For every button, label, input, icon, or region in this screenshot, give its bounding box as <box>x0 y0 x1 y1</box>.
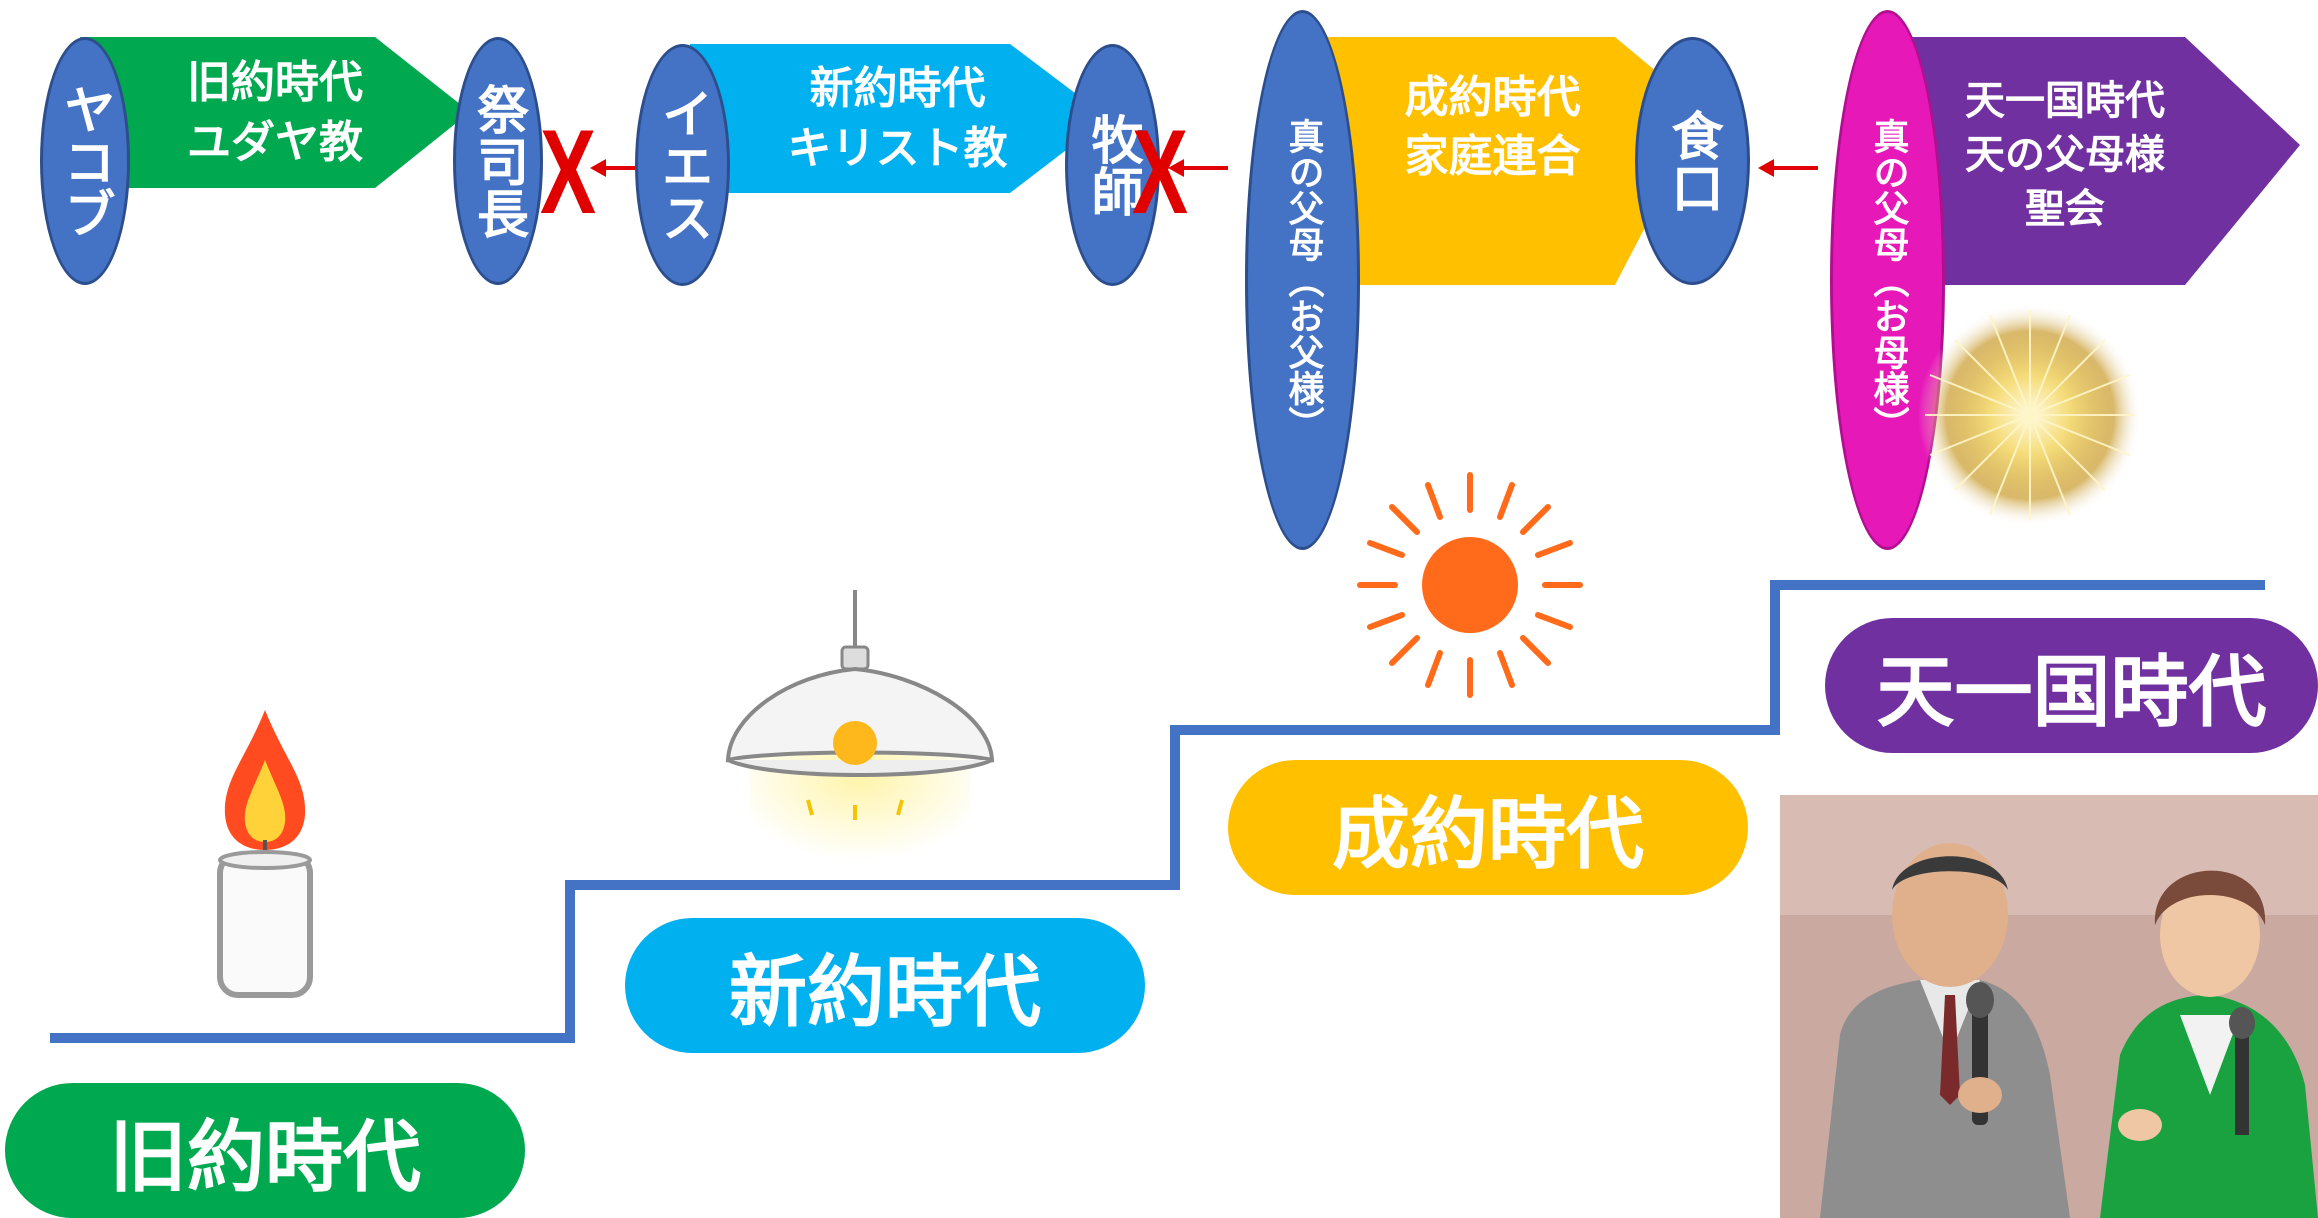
stage-old-line-2: ユダヤ教 <box>187 116 363 168</box>
oval-pastor: 牧師 <box>1065 44 1160 286</box>
oval-true-parents-father: 真の父母（お父様） <box>1245 10 1360 550</box>
lamp-icon <box>725 590 995 875</box>
stage-new-arrow <box>690 44 1108 193</box>
stage-old-line-1: 旧約時代 <box>187 57 363 109</box>
era-label-new: 新約時代 <box>625 918 1145 1053</box>
stage-new-line-2: キリスト教 <box>787 122 1008 174</box>
oval-family-member: 食口 <box>1635 37 1750 285</box>
era-label-old: 旧約時代 <box>5 1083 525 1218</box>
sun-icon <box>1357 472 1583 698</box>
stage-cheonilguk-line-2: 天の父母様 <box>1965 132 2165 178</box>
stage-old-text: 旧約時代 ユダヤ教 <box>100 37 450 188</box>
stage-completed-arrow <box>1310 37 1705 285</box>
stage-new-line-1: 新約時代 <box>809 63 986 115</box>
stage-new-text: 新約時代 キリスト教 <box>720 44 1075 193</box>
photo-two-people <box>1780 795 2318 1218</box>
stage-cheonilguk-line-3: 聖会 <box>2025 186 2105 232</box>
red-arrow-2 <box>1168 159 1228 177</box>
sparkle-burst-icon <box>1918 303 2142 527</box>
stage-completed-line-1: 成約時代 <box>1404 71 1581 123</box>
stage-completed-text: 成約時代 家庭連合 <box>1320 37 1665 217</box>
stage-old-arrow <box>80 37 470 188</box>
era-label-completed: 成約時代 <box>1228 760 1748 895</box>
x-mark-2: X <box>1132 105 1189 239</box>
red-arrow-3 <box>1758 159 1818 177</box>
stage-completed-line-2: 家庭連合 <box>1404 131 1581 182</box>
stage-cheonilguk-line-1: 天一国時代 <box>1965 78 2165 124</box>
oval-chief-priest: 祭司長 <box>453 37 543 285</box>
oval-jesus: イエス <box>635 44 730 286</box>
x-mark-1: X <box>540 105 597 239</box>
stage-cheonilguk-arrow <box>1900 37 2300 285</box>
oval-jacob: ヤコブ <box>40 37 130 285</box>
candle-icon <box>217 710 313 998</box>
era-label-cheonilguk: 天一国時代 <box>1825 618 2318 753</box>
oval-true-parents-mother: 真の父母（お母様） <box>1830 10 1945 550</box>
top-chain-shapes <box>80 37 2300 285</box>
stage-cheonilguk-text: 天一国時代 天の父母様 聖会 <box>1920 70 2210 240</box>
